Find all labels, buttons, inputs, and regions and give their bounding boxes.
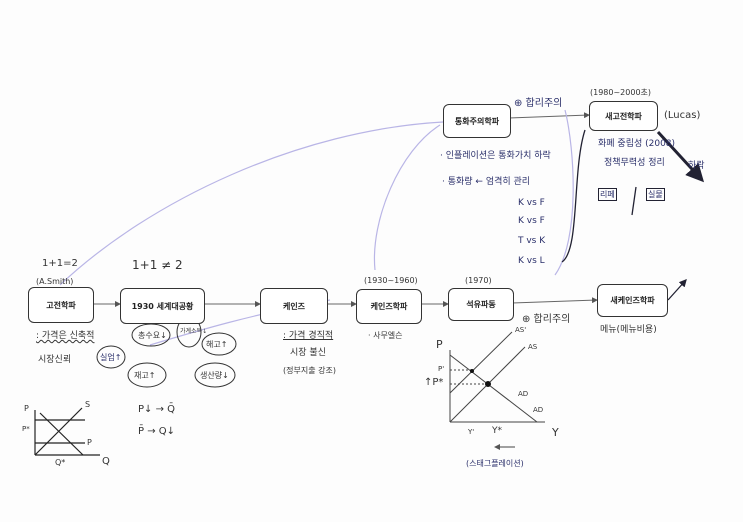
note: · 인플레이션은 통화가치 하락 [440,151,551,161]
cycle-item: 해고↑ [206,340,228,349]
curve-label: AD [533,406,544,414]
node-new-classical: 새고전학파 [589,101,658,131]
cycle-item: 가계소득↓ [180,328,208,335]
curve-label: S [85,400,91,409]
axis-label: P [436,338,443,351]
node-monetarist: 통화주의학파 [443,104,511,138]
axis-label: Y [552,426,559,439]
note: 정책무력성 정리 [604,158,665,168]
note: (1980~2000초) [590,88,652,97]
note: ⊕ 합리주의 [522,314,571,325]
node-oil-shock: 석유파동 [448,288,514,321]
note: : 가격은 신축적 [36,331,95,341]
note: : 가격 경직적 [283,331,334,341]
curve-label: AD [518,390,529,398]
axis-label: ↑P* [424,377,444,388]
note: · 통화량 ← 엄격히 관리 [442,177,531,187]
note: 하락 [688,161,705,171]
vs-item: K vs L [518,256,545,266]
axis-label: P [24,404,29,413]
note: 메뉴(메뉴비용) [600,325,657,335]
node-depression: 1930 세계대공황 [120,288,205,324]
node-keynesian: 케인즈학파 [356,289,422,324]
note: (정부지출 강조) [283,366,336,375]
node-keynes: 케인즈 [260,288,328,324]
curve-label: P [87,438,92,447]
curve-label: AS' [515,326,527,334]
axis-label: Y' [468,428,475,436]
node-new-keynesian: 새케인즈학파 [597,284,668,317]
axis-label: Y* [492,426,502,436]
vs-item: K vs F [518,216,545,226]
note: · 사무엘슨 [368,331,403,340]
note: P↓ → Q̄ [138,404,176,415]
axis-label: Q [102,456,110,467]
note: ⊕ 합리주의 [514,98,563,109]
tag: 실물 [646,188,665,201]
tag: 리페 [598,188,617,201]
note: (스태그플레이션) [466,459,524,468]
vs-item: K vs F [518,198,545,208]
axis-label: P* [22,425,30,433]
cycle-item: 재고↑ [134,371,156,380]
note: (1930~1960) [364,276,418,285]
note: 1+1 ≠ 2 [132,258,183,272]
cycle-item: 총수요↓ [138,331,167,340]
cycle-item: 생산량↓ [200,371,229,380]
note: 시장신뢰 [38,355,72,365]
cycle-item: 실업↑ [100,353,122,362]
note: 1+1=2 [42,258,78,269]
note: (A.Smith) [36,277,74,286]
note: (1970) [465,276,492,285]
vs-item: T vs K [518,236,546,246]
note: 시장 불신 [290,348,326,358]
supply-demand-graph [34,407,100,456]
node-classical: 고전학파 [28,287,94,323]
curve-label: AS [528,343,538,351]
note: (Lucas) [664,110,701,121]
note: 화폐 중립성 (2008) [598,139,676,149]
note: P̄ → Q↓ [138,426,176,437]
axis-label: P' [438,365,445,373]
axis-label: Q* [55,458,66,467]
